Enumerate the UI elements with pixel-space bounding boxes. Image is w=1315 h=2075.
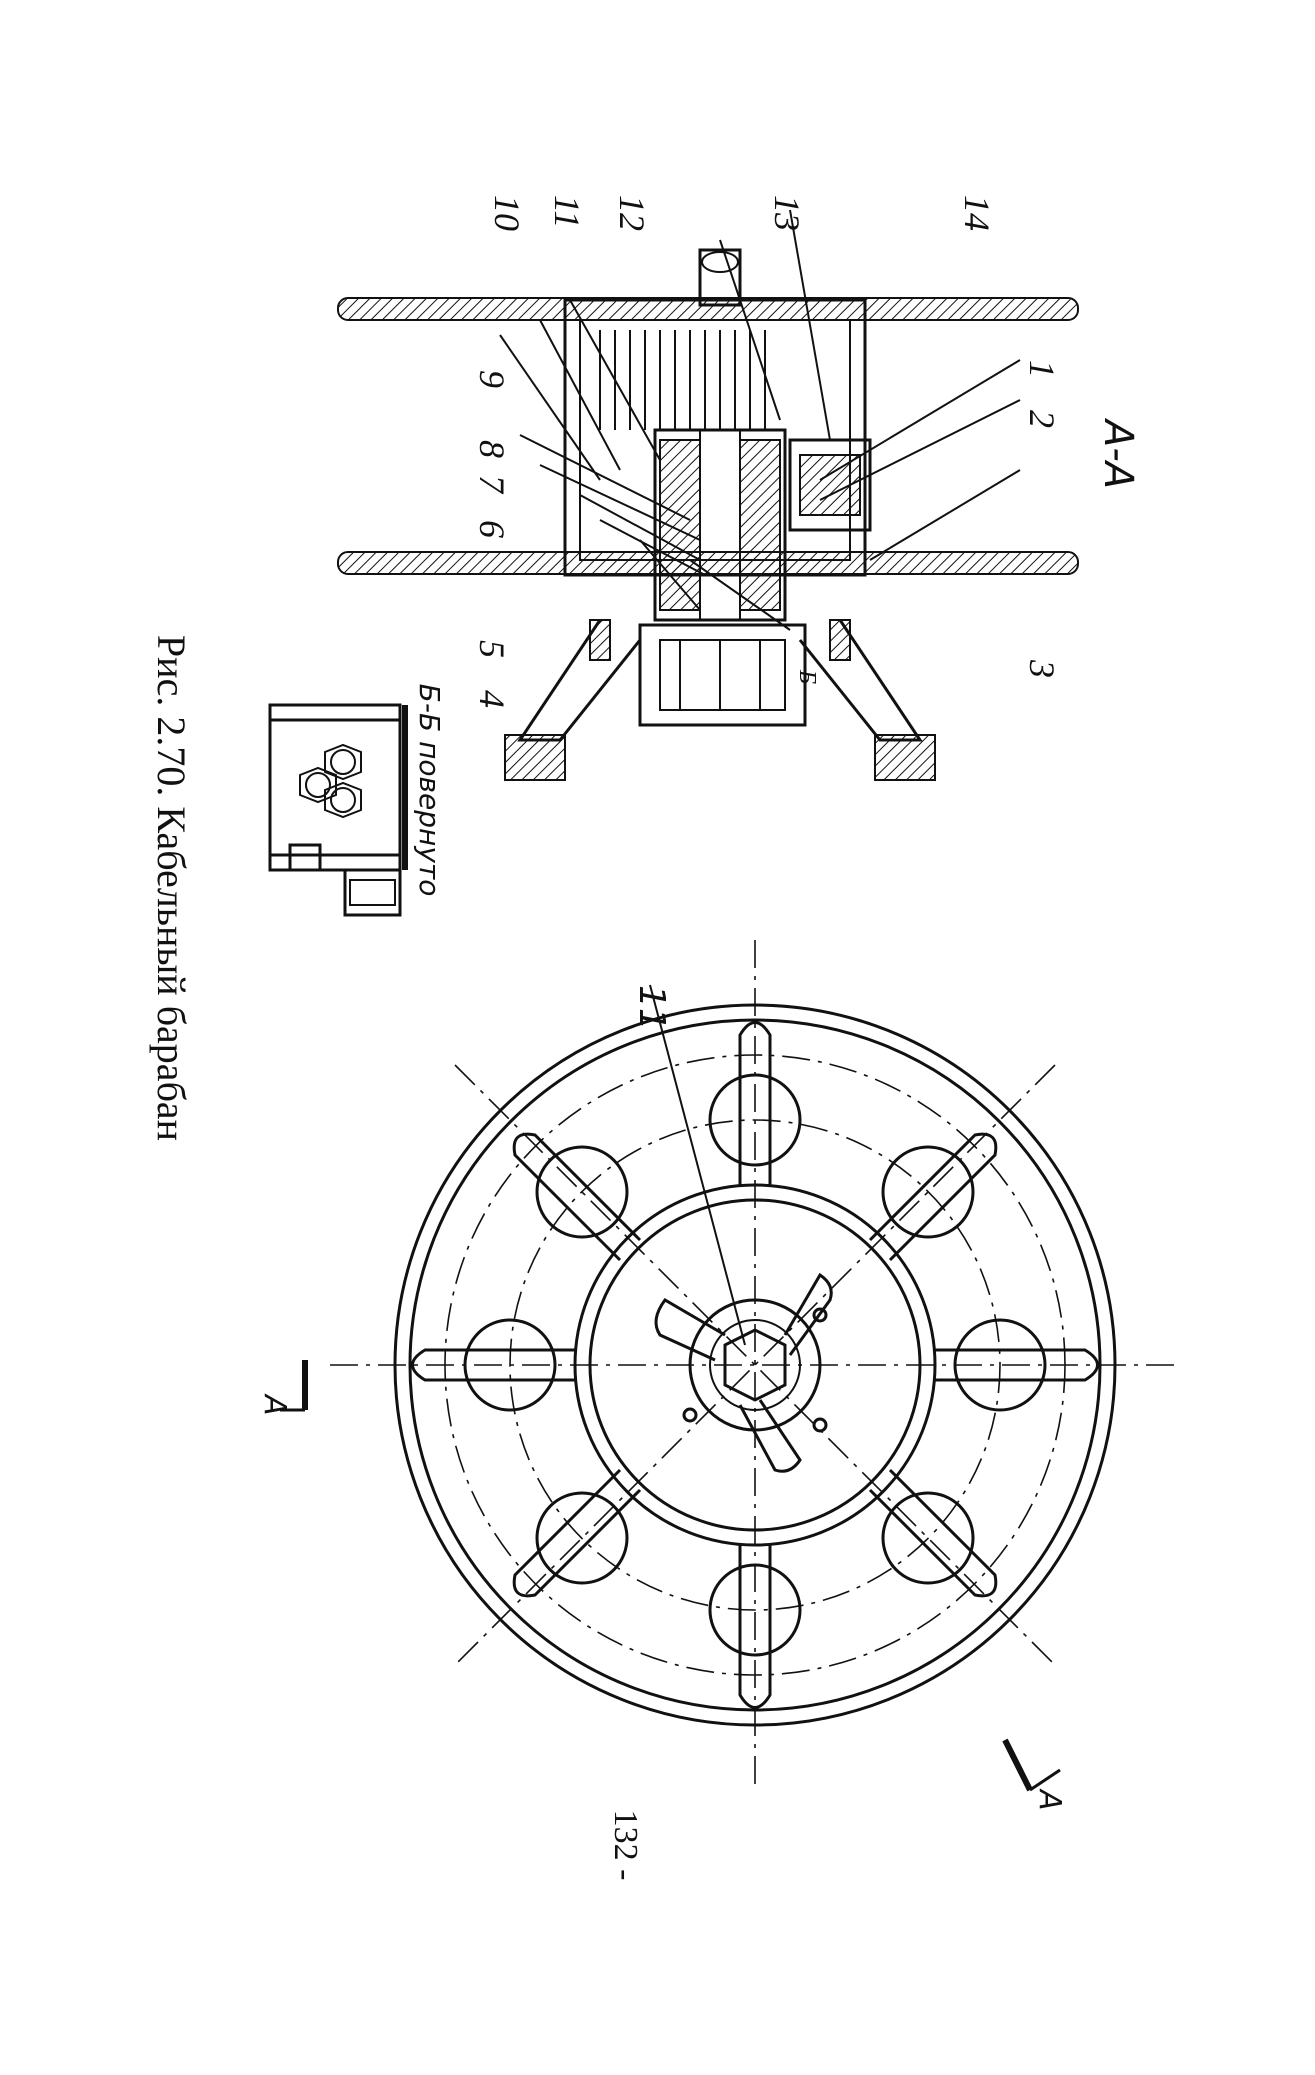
- section-bb-title: Б-Б повернуто: [413, 684, 446, 897]
- callout-8: 8: [472, 440, 512, 458]
- plan-leader: [649, 984, 746, 1346]
- page-number: 132 -: [607, 1810, 644, 1881]
- callout-9: 9: [472, 370, 512, 388]
- section-aa-leaders: [499, 209, 1021, 631]
- callout-11: 11: [547, 195, 587, 228]
- callout-13: 13: [767, 195, 807, 231]
- callout-1: 1: [1022, 360, 1062, 378]
- section-bb-drawing: [268, 703, 408, 917]
- svg-text:А: А: [1032, 1788, 1067, 1811]
- callout-7: 7: [472, 475, 512, 495]
- callout-12: 12: [612, 195, 652, 231]
- callout-10: 10: [487, 195, 527, 231]
- cut-mark-top: А: [257, 1360, 308, 1416]
- plan-callout-11: 11: [631, 985, 672, 1031]
- section-aa-drawing: [337, 248, 1079, 781]
- section-aa-callouts: 1 2 3 4 5 6 7 8 9 10 11 12 13 14 Б: [472, 195, 1062, 708]
- callout-14: 14: [957, 195, 997, 231]
- section-aa-title: А-А: [1095, 417, 1141, 489]
- callout-6: 6: [472, 520, 512, 538]
- callout-3: 3: [1022, 659, 1062, 678]
- svg-text:А: А: [257, 1393, 292, 1416]
- callout-4: 4: [472, 690, 512, 708]
- cut-mark-bottom: А: [1002, 1738, 1067, 1811]
- mark-b: Б: [794, 669, 820, 684]
- plan-view-drawing: [330, 940, 1180, 1790]
- callout-2: 2: [1022, 410, 1062, 428]
- figure-caption: Рис. 2.70. Кабельный барабан: [149, 635, 194, 1141]
- callout-5: 5: [472, 640, 512, 658]
